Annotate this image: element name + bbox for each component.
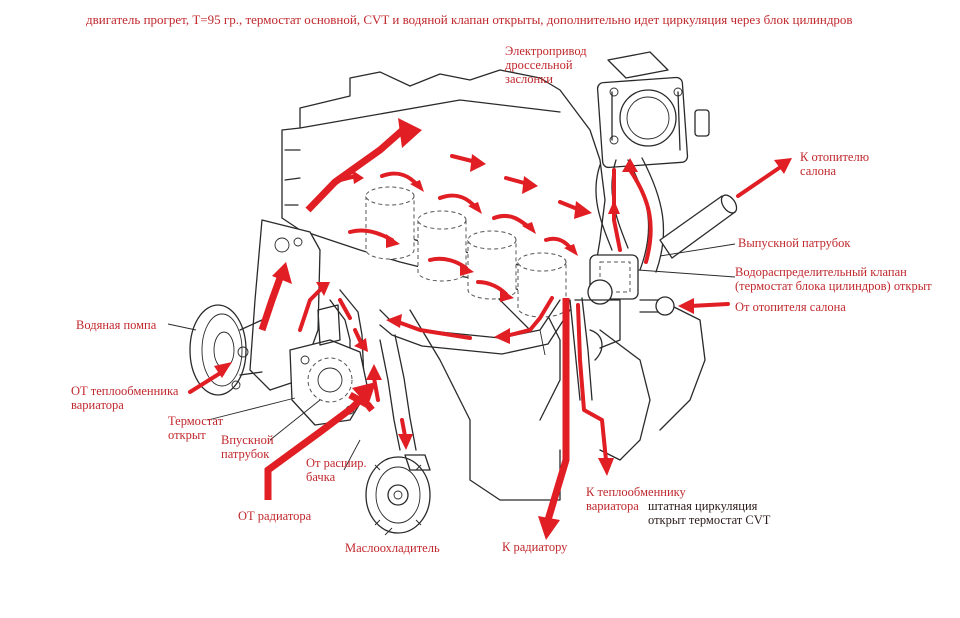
- label-to-radiator: К радиатору: [502, 540, 568, 554]
- label-cvt-circulation: штатная циркуляция открыт термостат CVT: [648, 499, 771, 527]
- diagram-title: двигатель прогрет, Т=95 гр., термостат о…: [86, 12, 853, 27]
- label-water-valve: Водораспределительный клапан (термостат …: [735, 265, 932, 293]
- cylinders: [365, 186, 567, 318]
- label-oil-cooler: Маслоохладитель: [345, 541, 440, 555]
- label-throttle: Электропривод дроссельной заслонки: [505, 44, 587, 86]
- label-to-cvt-heat-exchanger: К теплообменнику вариатора: [586, 485, 686, 513]
- oil-cooler: [365, 454, 431, 534]
- label-from-expansion-tank: От расшир. бачка: [306, 456, 367, 484]
- lower-hoses: [329, 289, 603, 451]
- label-to-heater: К отопителю салона: [800, 150, 870, 178]
- label-inlet-pipe: Впускной патрубок: [221, 433, 274, 461]
- water-valve: [574, 254, 639, 349]
- label-from-cvt-heat-exchanger: ОТ теплообменника вариатора: [71, 384, 179, 412]
- coolant-flow: [188, 118, 792, 540]
- throttle-body: [596, 51, 710, 169]
- label-water-pump: Водяная помпа: [76, 318, 157, 332]
- label-outlet-pipe: Выпускной патрубок: [738, 236, 851, 250]
- leader-lines: [167, 243, 736, 536]
- label-thermostat: Термостат открыт: [168, 414, 224, 442]
- label-from-heater: От отопителя салона: [735, 300, 846, 314]
- label-from-radiator: ОТ радиатора: [238, 509, 312, 523]
